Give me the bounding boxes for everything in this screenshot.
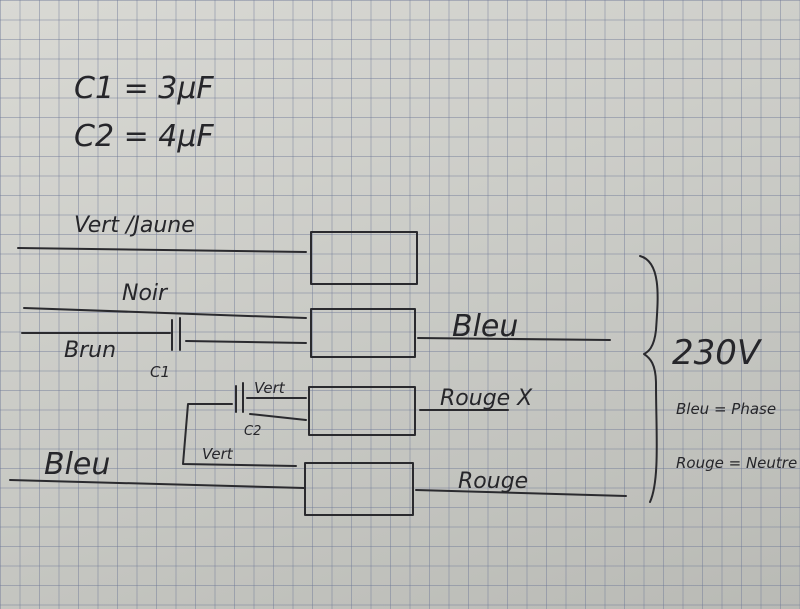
terminal-box-1 <box>310 231 418 285</box>
wire-green-loop <box>182 403 297 467</box>
terminal-box-2 <box>310 308 416 358</box>
wire-blue-left <box>9 479 305 489</box>
wire-green-yellow <box>17 247 307 253</box>
terminal-box-4 <box>304 462 414 516</box>
c1-value-note: C1 = 3μF <box>74 71 214 106</box>
curly-brace <box>639 255 659 503</box>
capacitor-c1-symbol <box>171 317 181 351</box>
note-blue-phase: Bleu = Phase <box>676 400 776 418</box>
label-green-yellow: Vert /Jaune <box>74 213 195 238</box>
label-c1: C1 <box>150 363 170 381</box>
wire-black <box>23 307 307 319</box>
wire-red <box>415 489 627 497</box>
terminal-box-3 <box>308 386 416 436</box>
c2-value-note: C2 = 4μF <box>74 119 214 154</box>
label-c2: C2 <box>244 424 261 439</box>
label-blue-right: Bleu <box>452 309 518 344</box>
supply-voltage: 230V <box>672 333 763 373</box>
label-red-x: Rouge X <box>440 386 533 411</box>
note-red-neutral: Rouge = Neutre <box>676 454 797 472</box>
wire-c2-lead <box>249 413 307 421</box>
label-red: Rouge <box>458 469 528 494</box>
wire-blue-right <box>417 337 611 341</box>
wire-brown-right <box>185 340 307 344</box>
label-black: Noir <box>122 281 169 306</box>
label-blue-left: Bleu <box>44 447 110 482</box>
label-brown: Brun <box>64 338 116 363</box>
capacitor-c2-symbol <box>235 382 244 413</box>
label-green-loop: Vert <box>202 445 234 463</box>
label-green-top: Vert <box>254 379 286 397</box>
